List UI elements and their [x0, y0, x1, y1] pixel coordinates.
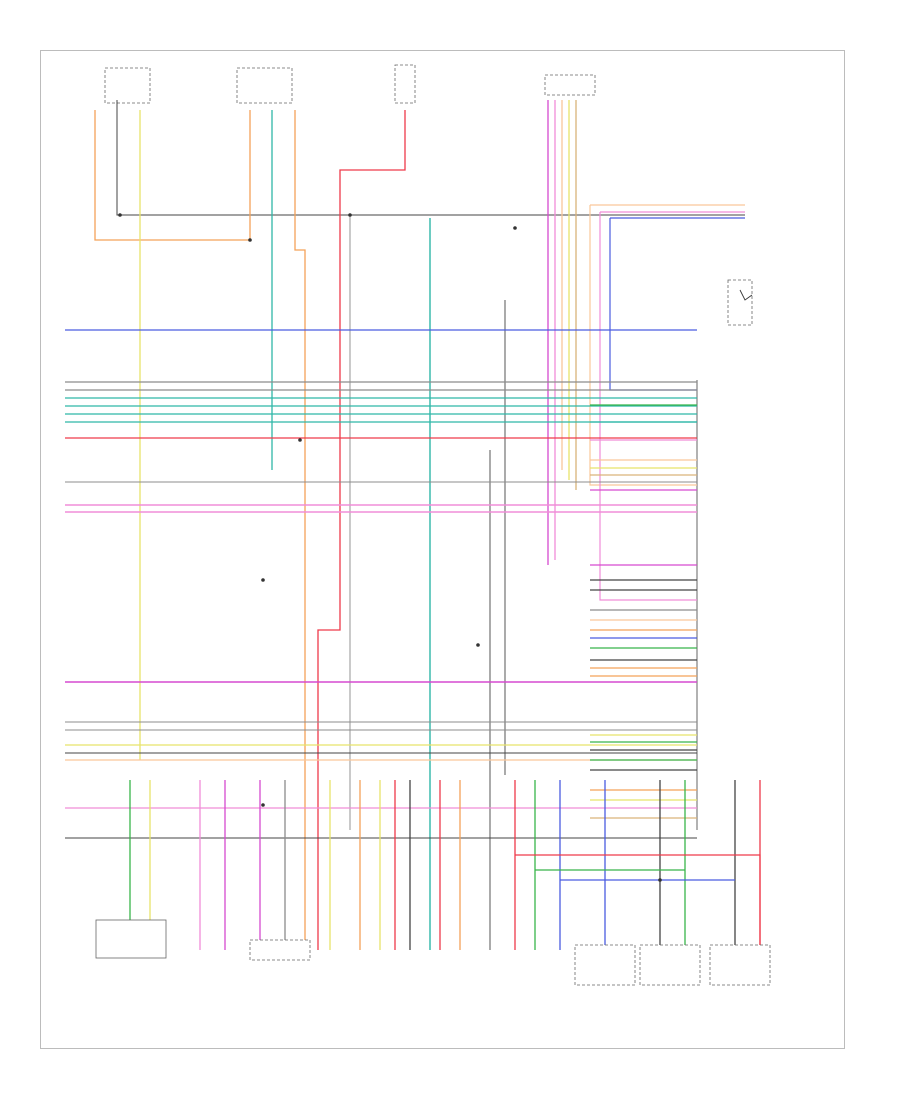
splice-dot-7	[658, 878, 662, 882]
wire-red-1	[317, 110, 406, 950]
bottom-sensor-4-connector	[639, 944, 701, 986]
bottom-sensor-5-connector	[709, 944, 771, 986]
wire-pink-3	[599, 212, 697, 601]
splice-dot-4	[476, 643, 480, 647]
splice-dot-0	[248, 238, 252, 242]
right-switch-component	[727, 279, 753, 326]
splice-dot-5	[298, 438, 302, 442]
top-switch-connector	[394, 64, 416, 104]
wire-dark-top	[116, 100, 745, 216]
splice-dot-8	[513, 226, 517, 230]
splice-dot-6	[118, 213, 122, 217]
bottom-sensor-3-connector	[574, 944, 636, 986]
bottom-sensor-1-connector	[95, 919, 167, 959]
splice-dot-2	[261, 578, 265, 582]
wire-lightorange-3	[589, 205, 697, 486]
switch-symbol	[739, 289, 753, 301]
diagram-frame	[40, 50, 845, 1049]
splice-dot-3	[261, 803, 265, 807]
wire-orange-top-left	[94, 110, 250, 241]
top-sensor-2-connector	[236, 67, 293, 104]
top-sensor-1-connector	[104, 67, 151, 104]
wire-orange-vert	[294, 110, 306, 950]
bottom-sensor-2-connector	[249, 939, 311, 961]
bottom-red-loop	[515, 854, 761, 950]
top-sensor-3-connector	[544, 74, 596, 96]
wire-blue-2	[609, 218, 697, 391]
splice-dot-1	[348, 213, 352, 217]
